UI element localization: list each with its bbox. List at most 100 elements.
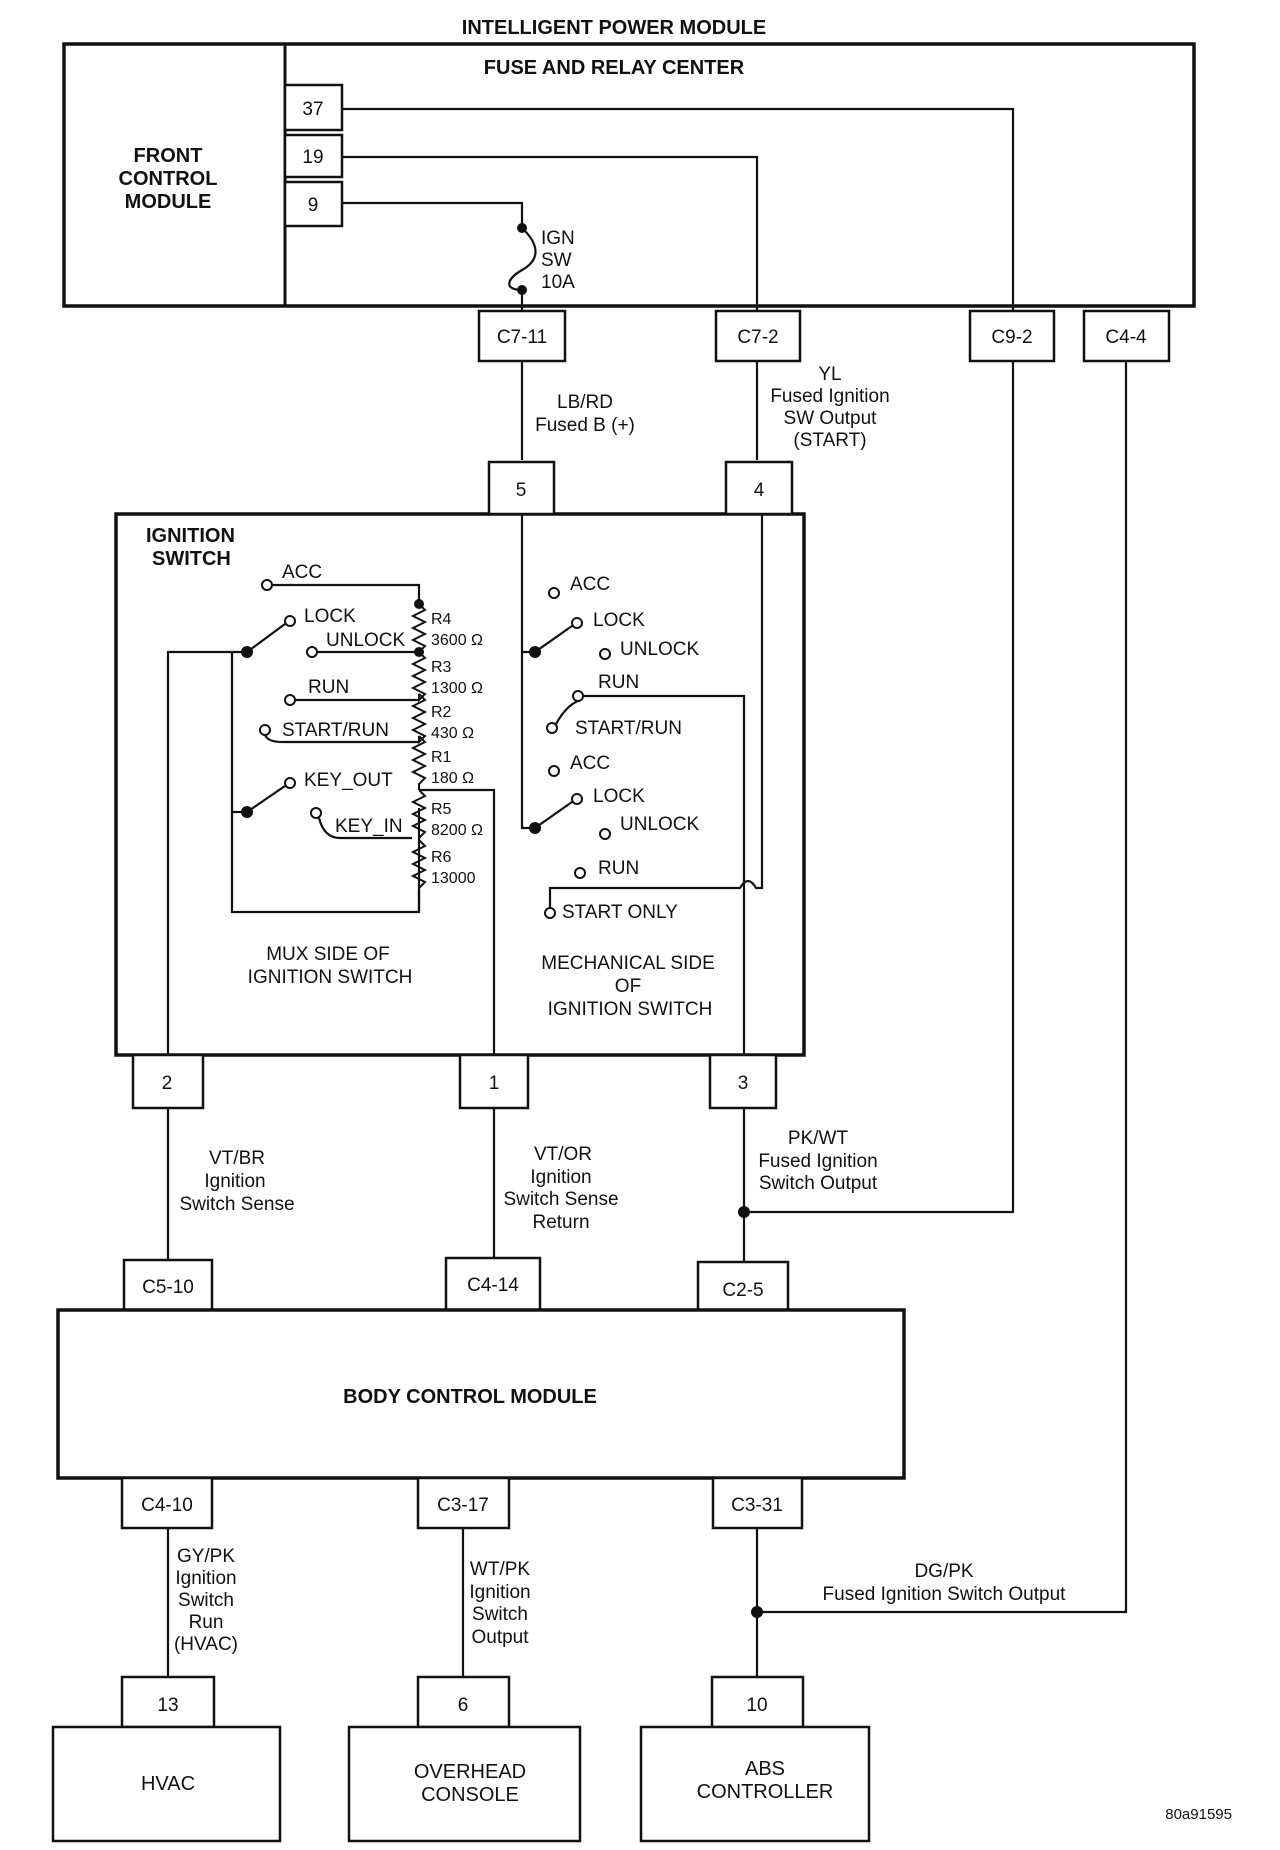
svg-text:Return: Return <box>532 1212 589 1233</box>
connector-c5-10: C5-10 <box>122 1258 214 1312</box>
svg-text:BODY CONTROL MODULE: BODY CONTROL MODULE <box>343 1386 597 1408</box>
body-control-module: BODY CONTROL MODULE <box>56 1308 906 1480</box>
svg-text:4: 4 <box>754 480 765 501</box>
svg-text:Switch Sense: Switch Sense <box>503 1189 618 1210</box>
svg-text:Fused Ignition: Fused Ignition <box>758 1151 877 1172</box>
ign-pin-1: 1 <box>458 1053 530 1110</box>
ignition-switch-label: IGNITION SWITCH <box>146 525 235 570</box>
ign-pin-4: 4 <box>724 460 794 516</box>
svg-text:UNLOCK: UNLOCK <box>620 639 700 660</box>
mechanical-side-label: MECHANICAL SIDE OF IGNITION SWITCH <box>541 953 715 1020</box>
svg-text:GY/PK: GY/PK <box>177 1546 235 1567</box>
intelligent-power-module: FUSE AND RELAY CENTER FRONT CONTROL MODU… <box>62 42 1196 360</box>
resistor-labels: R4 3600 Ω R3 1300 Ω R2 430 Ω R1 180 Ω R5… <box>431 611 483 887</box>
svg-text:C2-5: C2-5 <box>722 1280 763 1301</box>
overhead-console-module: 6 OVERHEAD CONSOLE <box>347 1675 582 1843</box>
svg-text:R4: R4 <box>431 611 452 628</box>
svg-text:Output: Output <box>471 1627 529 1648</box>
svg-text:C4-10: C4-10 <box>141 1495 193 1516</box>
svg-text:DG/PK: DG/PK <box>914 1561 973 1582</box>
svg-text:3: 3 <box>738 1073 749 1094</box>
svg-text:19: 19 <box>302 147 323 168</box>
svg-text:6: 6 <box>458 1695 469 1716</box>
svg-text:Ignition: Ignition <box>175 1568 236 1589</box>
svg-text:ACC: ACC <box>570 753 610 774</box>
ipm-title: INTELLIGENT POWER MODULE <box>462 17 766 39</box>
svg-text:VT/OR: VT/OR <box>534 1144 592 1165</box>
svg-text:5: 5 <box>516 480 527 501</box>
svg-text:Ignition: Ignition <box>204 1171 265 1192</box>
svg-text:CONTROL: CONTROL <box>119 168 218 190</box>
svg-text:RUN: RUN <box>308 677 349 698</box>
svg-text:PK/WT: PK/WT <box>788 1128 849 1149</box>
fcm-pin-37: 37 <box>283 83 344 132</box>
svg-text:LOCK: LOCK <box>304 606 356 627</box>
wire-label-vt-br: VT/BR Ignition Switch Sense <box>179 1148 294 1215</box>
svg-text:Switch: Switch <box>178 1590 234 1611</box>
connector-c2-5: C2-5 <box>696 1260 790 1314</box>
svg-text:IGNITION SWITCH: IGNITION SWITCH <box>248 967 413 988</box>
connector-c4-14: C4-14 <box>444 1256 542 1312</box>
svg-text:(START): (START) <box>793 430 866 451</box>
svg-text:R2: R2 <box>431 704 452 721</box>
figure-id: 80a91595 <box>1165 1806 1232 1823</box>
svg-text:1: 1 <box>489 1073 500 1094</box>
wire-label-gy-pk: GY/PK Ignition Switch Run (HVAC) <box>174 1546 238 1655</box>
svg-text:RUN: RUN <box>598 672 639 693</box>
svg-text:SWITCH: SWITCH <box>152 548 231 570</box>
svg-text:37: 37 <box>302 99 323 120</box>
svg-text:ACC: ACC <box>570 574 610 595</box>
svg-text:WT/PK: WT/PK <box>470 1559 530 1580</box>
connector-c7-11: C7-11 <box>477 309 567 363</box>
svg-text:R6: R6 <box>431 849 452 866</box>
svg-text:C3-17: C3-17 <box>437 1495 489 1516</box>
svg-text:HVAC: HVAC <box>141 1773 195 1795</box>
svg-text:UNLOCK: UNLOCK <box>620 814 700 835</box>
splice-dg-pk <box>751 1606 763 1618</box>
svg-text:C7-11: C7-11 <box>497 327 547 348</box>
svg-text:Ignition: Ignition <box>469 1582 530 1603</box>
svg-text:START ONLY: START ONLY <box>562 902 678 923</box>
front-control-module-label: FRONT CONTROL MODULE <box>119 145 218 213</box>
svg-text:KEY_OUT: KEY_OUT <box>304 770 393 791</box>
fcm-pin-9: 9 <box>283 180 344 228</box>
svg-text:Switch: Switch <box>472 1604 528 1625</box>
fuse-relay-center-label: FUSE AND RELAY CENTER <box>484 57 745 79</box>
svg-text:KEY_IN: KEY_IN <box>335 816 403 837</box>
svg-text:OVERHEAD: OVERHEAD <box>414 1761 526 1783</box>
svg-text:C4-4: C4-4 <box>1105 327 1147 348</box>
svg-text:CONSOLE: CONSOLE <box>421 1784 519 1806</box>
svg-text:R5: R5 <box>431 801 452 818</box>
svg-text:LOCK: LOCK <box>593 786 645 807</box>
svg-text:Fused Ignition: Fused Ignition <box>770 386 889 407</box>
svg-text:CONTROLLER: CONTROLLER <box>697 1781 834 1803</box>
svg-text:R3: R3 <box>431 659 452 676</box>
ignition-switch: 5 4 IGNITION SWITCH <box>114 460 806 1110</box>
mechanical-side: ACC LOCK UNLOCK RUN START/RUN ACC LOCK U… <box>520 514 764 1055</box>
svg-text:13: 13 <box>157 1695 178 1716</box>
svg-text:10: 10 <box>746 1695 767 1716</box>
ign-pin-2: 2 <box>131 1053 205 1110</box>
svg-text:Switch Sense: Switch Sense <box>179 1194 294 1215</box>
svg-text:SW: SW <box>541 250 572 271</box>
svg-text:10A: 10A <box>541 272 575 293</box>
svg-text:UNLOCK: UNLOCK <box>326 630 406 651</box>
wire-label-yl: YL Fused Ignition SW Output (START) <box>770 364 889 451</box>
svg-text:C9-2: C9-2 <box>991 327 1032 348</box>
connector-c4-4: C4-4 <box>1082 309 1171 363</box>
mux-side: R4 3600 Ω R3 1300 Ω R2 430 Ω R1 180 Ω R5… <box>166 562 496 1055</box>
connector-c7-2: C7-2 <box>714 309 802 363</box>
svg-text:MUX SIDE OF: MUX SIDE OF <box>266 944 390 965</box>
svg-text:C3-31: C3-31 <box>731 1495 783 1516</box>
ign-pin-3: 3 <box>708 1053 778 1110</box>
svg-text:3600 Ω: 3600 Ω <box>431 632 483 649</box>
svg-text:IGNITION SWITCH: IGNITION SWITCH <box>548 999 713 1020</box>
svg-text:C5-10: C5-10 <box>142 1277 194 1298</box>
svg-text:ABS: ABS <box>745 1758 785 1780</box>
svg-text:YL: YL <box>818 364 841 385</box>
svg-text:C4-14: C4-14 <box>467 1275 519 1296</box>
fcm-pin-19: 19 <box>283 133 344 179</box>
svg-text:START/RUN: START/RUN <box>282 720 389 741</box>
svg-text:MODULE: MODULE <box>125 191 212 213</box>
